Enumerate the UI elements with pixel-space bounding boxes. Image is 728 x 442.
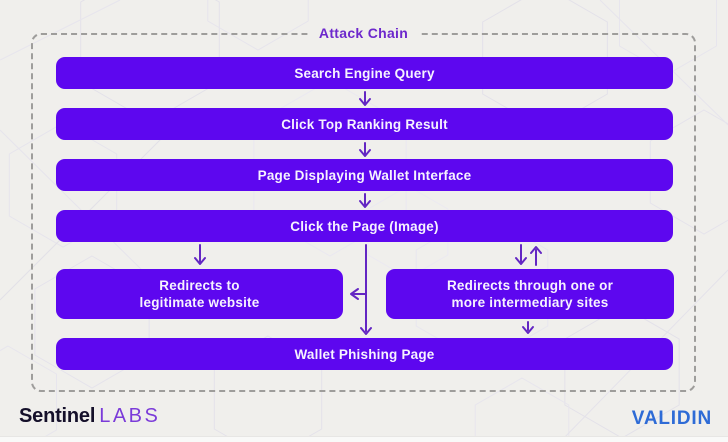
flow-node-page-displaying-wallet-interface: Page Displaying Wallet Interface	[56, 159, 673, 191]
flow-node-redirects-through-intermediary-sites: Redirects through one or more intermedia…	[386, 269, 674, 319]
node-label-line: more intermediary sites	[451, 295, 609, 310]
flow-node-wallet-phishing-page: Wallet Phishing Page	[56, 338, 673, 370]
attack-chain-frame: Attack Chain	[31, 25, 696, 392]
flow-node-click-the-page-image: Click the Page (Image)	[56, 210, 673, 242]
node-label-line: Redirects through one or	[446, 278, 614, 293]
flow-node-click-top-ranking-result: Click Top Ranking Result	[56, 108, 673, 140]
diagram-title: Attack Chain	[306, 25, 421, 41]
bottom-edge-strip	[0, 436, 728, 442]
validin-logo: VALIDIN	[631, 408, 712, 429]
flow-node-redirects-to-legitimate-website: Redirects to legitimate website	[56, 269, 343, 319]
flow-node-search-engine-query: Search Engine Query	[56, 57, 673, 89]
node-label-line: legitimate website	[139, 295, 260, 310]
node-label-line: Redirects to	[159, 278, 240, 293]
labs-wordmark: LABS	[99, 405, 161, 427]
sentinel-wordmark: Sentinel	[19, 405, 96, 427]
